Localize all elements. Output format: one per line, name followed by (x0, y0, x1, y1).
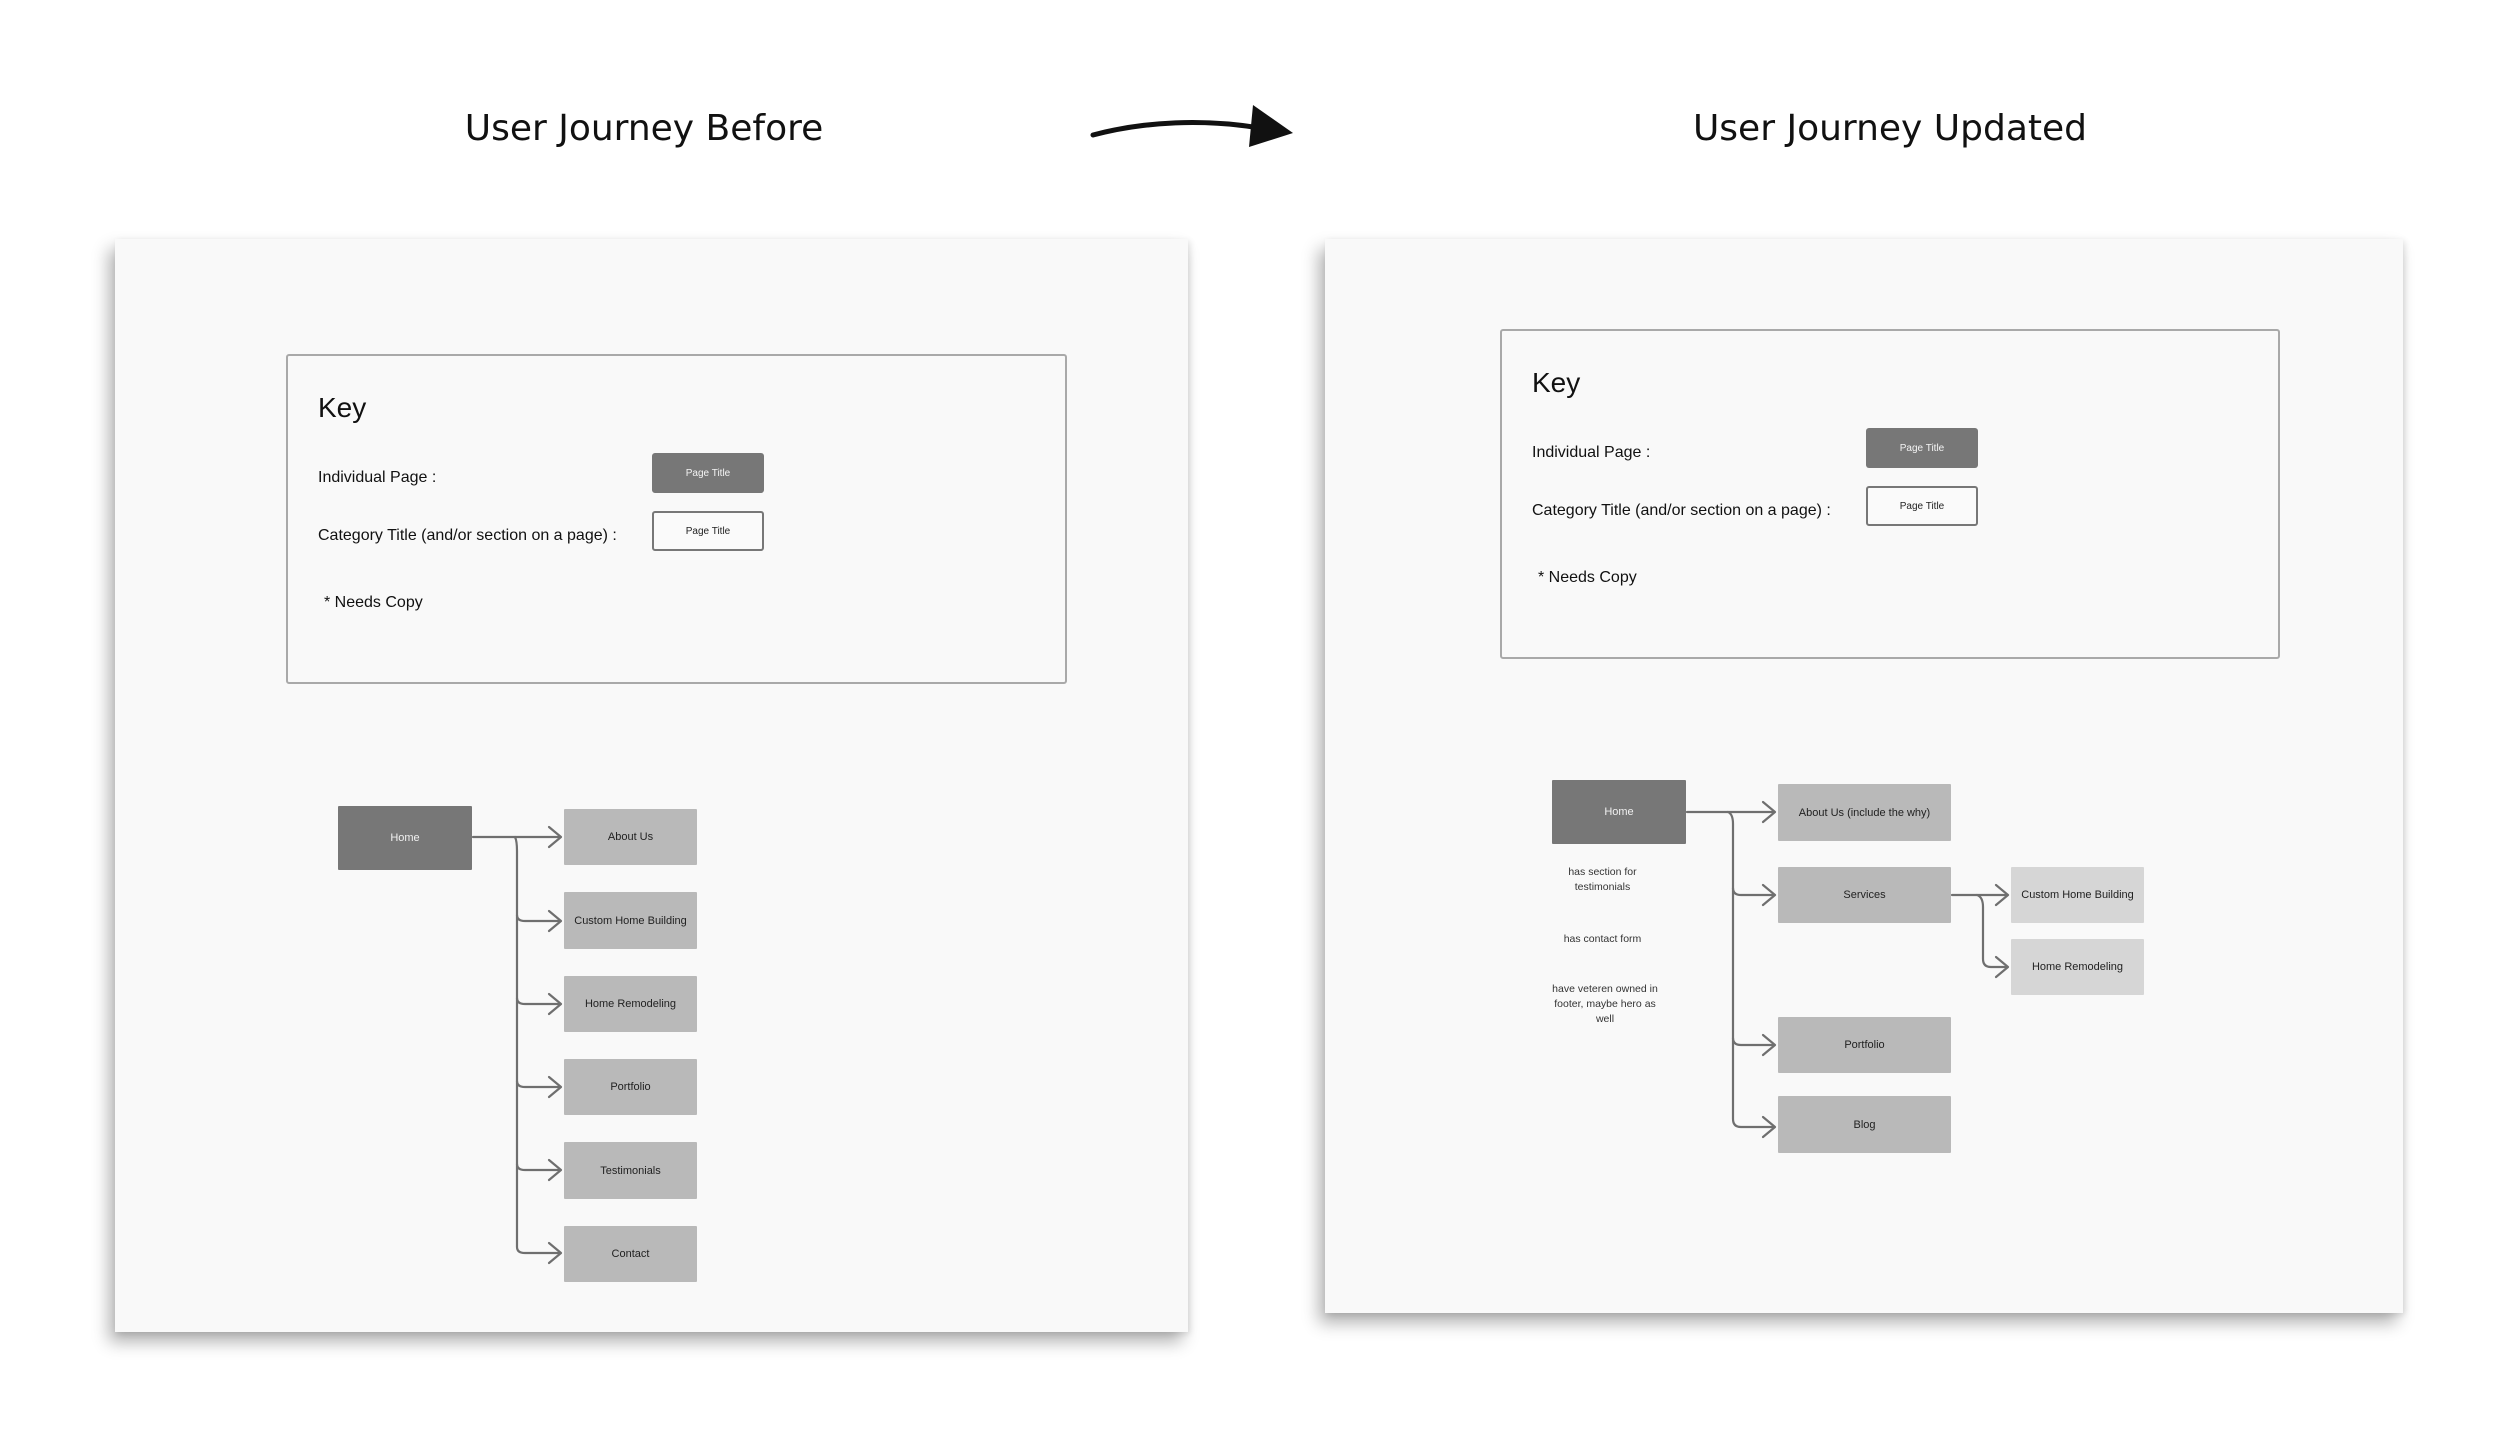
before-page-node: Custom Home Building (564, 892, 697, 949)
before-connectors (471, 825, 563, 1265)
before-panel: Key Individual Page : Page Title Categor… (115, 239, 1188, 1332)
after-page-node: Portfolio (1778, 1017, 1951, 1073)
after-service-node: Home Remodeling (2011, 939, 2144, 995)
key-individual-label: Individual Page : (318, 469, 437, 486)
after-page-node: Blog (1778, 1096, 1951, 1153)
after-service-node: Custom Home Building (2011, 867, 2144, 923)
key-category-sample: Page Title (1866, 486, 1978, 526)
after-home-note: has contact form (1563, 933, 1642, 945)
after-panel: Key Individual Page : Page Title Categor… (1325, 239, 2403, 1313)
after-key-box: Key Individual Page : Page Title Categor… (1500, 329, 2280, 659)
heading-before: User Journey Before (464, 108, 824, 149)
before-page-node: Contact (564, 1226, 697, 1282)
before-page-node: Testimonials (564, 1142, 697, 1199)
after-home-note: has section for testimonials (1568, 866, 1637, 893)
key-individual-label: Individual Page : (1532, 444, 1651, 461)
before-page-node: About Us (564, 809, 697, 865)
after-page-node: About Us (include the why) (1778, 784, 1951, 841)
heading-after: User Journey Updated (1692, 108, 2088, 149)
key-category-sample: Page Title (652, 511, 764, 551)
before-key-box: Key Individual Page : Page Title Categor… (286, 354, 1067, 684)
key-category-label: Category Title (and/or section on a page… (318, 527, 617, 544)
before-page-node: Portfolio (564, 1059, 697, 1115)
before-page-node: Home Remodeling (564, 976, 697, 1032)
key-individual-sample: Page Title (652, 453, 764, 493)
after-home-note: have veteren owned in footer, maybe hero… (1552, 983, 1658, 1025)
key-needs-copy-note: * Needs Copy (1538, 569, 1637, 586)
after-connectors (1685, 800, 2010, 1139)
before-home-node: Home (338, 806, 472, 870)
key-needs-copy-note: * Needs Copy (324, 594, 423, 611)
transition-arrow-icon (1090, 105, 1293, 147)
key-individual-sample: Page Title (1866, 428, 1978, 468)
key-title: Key (318, 392, 367, 423)
after-home-node: Home (1552, 780, 1686, 844)
key-category-label: Category Title (and/or section on a page… (1532, 502, 1831, 519)
after-page-node: Services (1778, 867, 1951, 923)
key-title: Key (1532, 367, 1581, 398)
